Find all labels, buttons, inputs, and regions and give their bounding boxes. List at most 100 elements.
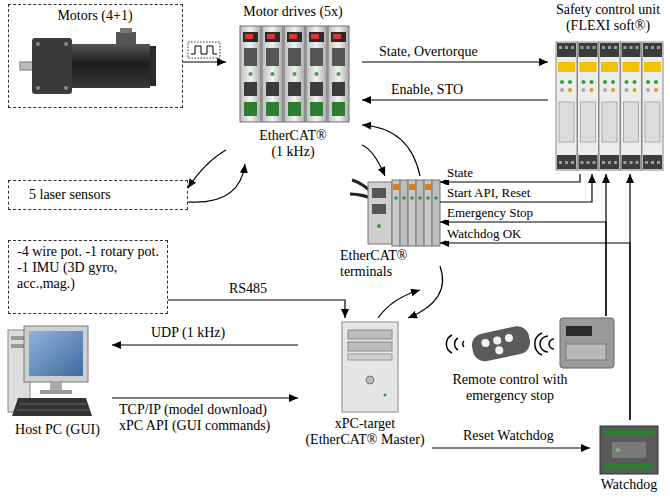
motor-picture-part — [32, 38, 72, 94]
laser-box: 5 laser sensors — [8, 180, 188, 210]
motor-picture-part — [36, 42, 40, 46]
host-pc-picture-part — [40, 390, 72, 394]
terminals-picture-part — [410, 196, 414, 200]
watchdog-picture-part — [604, 430, 654, 436]
receiver-picture-part — [566, 326, 592, 336]
xpc-tower-picture-part — [342, 322, 398, 412]
node-label: Watchdog — [590, 477, 668, 493]
motor-picture-part — [20, 62, 34, 70]
pulse-symbol-part — [191, 46, 217, 54]
safety-picture-part — [621, 42, 642, 170]
remote-control: Remote control with emergency stop — [440, 316, 620, 412]
terminals-picture-part — [377, 224, 381, 228]
edge-label: State — [446, 165, 474, 180]
watchdog-picture — [600, 426, 658, 474]
terminals-picture-part — [392, 180, 400, 246]
drives-picture-part — [284, 26, 305, 122]
drives-picture — [240, 26, 349, 122]
edge-label: State, Overtorque — [378, 44, 479, 60]
connector — [629, 174, 630, 420]
remote-picture-part — [446, 335, 452, 353]
node-sublabel: EtherCAT® (1 kHz) — [253, 128, 333, 160]
xpc-tower-picture-part — [366, 376, 374, 384]
remote-picture-part-part — [481, 338, 490, 347]
terminals-picture-part — [409, 184, 415, 190]
host-pc-picture — [8, 326, 92, 416]
xpc-tower-picture-part — [348, 330, 392, 339]
motor-picture-part — [64, 42, 68, 46]
connector — [168, 300, 345, 318]
connector — [362, 99, 548, 100]
edge-label: RS485 — [228, 281, 268, 297]
pulse-symbol — [188, 42, 220, 58]
connector — [362, 125, 420, 176]
ethercat-terminals: EtherCAT® terminals — [340, 176, 440, 290]
node-label: Safety control unit (FLEXI soft®) — [548, 2, 668, 34]
sensor-box: -4 wire pot. -1 rotary pot. -1 IMU (3D g… — [8, 240, 168, 314]
node-label: -4 wire pot. -1 rotary pot. -1 IMU (3D g… — [17, 244, 161, 292]
edge-label: Start API, Reset — [446, 185, 531, 200]
motor-picture-part — [36, 86, 40, 90]
node-label: Host PC (GUI) — [5, 422, 110, 438]
host-pc-picture-part — [50, 382, 62, 391]
safety-picture-part — [556, 42, 577, 170]
motor-picture-part — [150, 46, 156, 86]
edge-label: Enable, STO — [390, 82, 464, 98]
receiver-picture — [535, 318, 614, 368]
xpc-tower-picture-part — [384, 394, 387, 397]
watchdog-picture-part — [604, 464, 654, 470]
xpc-tower-picture-part — [348, 342, 392, 351]
motor-picture-part — [72, 44, 150, 88]
safety-picture-part — [578, 42, 599, 170]
node-label: Motor drives (5x) — [226, 4, 360, 20]
connector — [362, 145, 385, 176]
connector — [362, 61, 548, 62]
edge-label: Reset Watchdog — [462, 428, 555, 444]
terminals-picture-part — [432, 180, 440, 246]
terminals-picture-part — [416, 180, 424, 246]
safety-picture-part — [642, 42, 663, 170]
watchdog-picture-part — [600, 426, 658, 474]
terminals-picture-part — [434, 196, 438, 200]
connector — [188, 164, 245, 202]
node-label: 5 laser sensors — [29, 187, 179, 203]
node-label: EtherCAT® terminals — [340, 248, 414, 280]
connector — [605, 174, 606, 316]
safety-picture — [556, 42, 663, 170]
remote-picture-part-part — [470, 324, 533, 363]
terminals-picture — [350, 180, 440, 246]
terminals-picture-part — [372, 188, 386, 198]
connector — [440, 243, 630, 420]
edge-label: UDP (1 kHz) — [150, 325, 226, 341]
receiver-picture-part — [560, 318, 614, 368]
host-pc-picture-part — [24, 326, 88, 382]
edge-label: TCP/IP (model download) xPC API (GUI com… — [118, 402, 288, 434]
connector — [183, 61, 226, 62]
receiver-picture-part — [566, 344, 606, 360]
remote-picture-part — [470, 324, 533, 363]
terminals-picture-part — [400, 180, 408, 246]
pulse-symbol-part — [188, 42, 220, 58]
connector — [378, 290, 420, 318]
edge-label: Watchdog OK — [446, 226, 522, 241]
drives-picture-part — [328, 26, 349, 122]
terminals-picture-part — [402, 196, 406, 200]
terminals-picture-part — [408, 180, 416, 246]
host-pc: Host PC (GUI) — [5, 322, 112, 450]
remote-picture — [446, 324, 532, 363]
drives-picture-part — [306, 26, 327, 122]
remote-picture-part-part — [492, 336, 501, 345]
motor-drives: Motor drives (5x) EtherCAT® (1 kHz) — [226, 4, 362, 164]
motor-picture-part — [116, 32, 136, 44]
terminals-picture-part — [425, 184, 431, 190]
remote-picture-part-part — [504, 333, 513, 342]
host-pc-picture-part — [12, 398, 92, 416]
remote-picture-part — [455, 338, 458, 350]
drives-picture-part — [240, 26, 261, 122]
terminals-picture-part — [424, 180, 432, 246]
host-pc-picture-part — [29, 331, 83, 376]
connector — [432, 447, 590, 448]
edge-label: Emergency Stop — [446, 205, 534, 220]
terminals-picture-part — [372, 204, 386, 214]
